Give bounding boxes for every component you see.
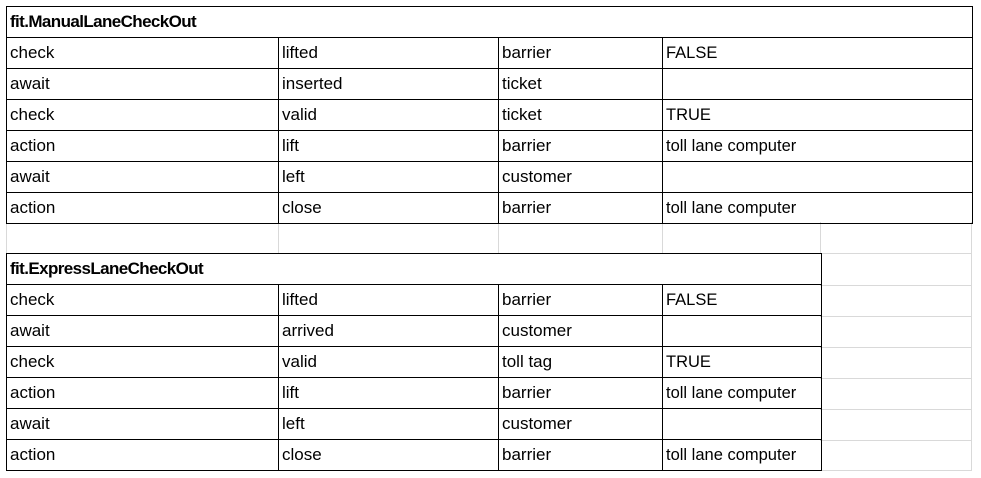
table-row: check valid ticket TRUE [6, 99, 974, 131]
grid-line [820, 222, 821, 253]
table-row: check lifted barrier FALSE [6, 284, 823, 316]
table-cell[interactable]: customer [498, 161, 663, 193]
grid-line [820, 347, 972, 348]
table-cell[interactable]: await [6, 408, 279, 440]
table-cell[interactable]: ticket [498, 68, 663, 100]
table-cell[interactable] [661, 161, 974, 193]
table-cell[interactable]: check [6, 346, 279, 378]
table-title-row: fit.ManualLaneCheckOut [5, 6, 974, 38]
fixture-name-cell[interactable]: fit.ManualLaneCheckOut [5, 6, 974, 38]
table-cell[interactable]: close [278, 192, 499, 224]
table-cell[interactable]: FALSE [661, 284, 823, 316]
table-row: action lift barrier toll lane computer [6, 130, 974, 162]
table-cell[interactable]: toll lane computer [661, 130, 974, 162]
table-cell[interactable]: inserted [278, 68, 499, 100]
table-row: action close barrier toll lane computer [6, 439, 823, 471]
table-cell[interactable]: TRUE [661, 99, 974, 131]
table-cell[interactable]: TRUE [661, 346, 823, 378]
table-cell[interactable]: check [6, 99, 279, 131]
table-cell[interactable]: lift [278, 130, 499, 162]
table-cell[interactable]: action [6, 439, 279, 471]
grid-line [820, 440, 972, 441]
grid-line [278, 222, 279, 253]
table-cell[interactable] [661, 68, 974, 100]
table-cell[interactable]: valid [278, 99, 499, 131]
table-cell[interactable] [661, 315, 823, 347]
table-row: action lift barrier toll lane computer [6, 377, 823, 409]
table-cell[interactable]: customer [498, 315, 663, 347]
table-cell[interactable]: action [6, 130, 279, 162]
table-row: await left customer [6, 408, 823, 440]
grid-line [662, 222, 663, 253]
table-title-row: fit.ExpressLaneCheckOut [5, 253, 823, 285]
table-cell[interactable]: toll lane computer [661, 192, 974, 224]
table-row: await left customer [6, 161, 974, 193]
table-cell[interactable]: barrier [498, 192, 663, 224]
table-cell[interactable]: toll lane computer [661, 377, 823, 409]
table-cell[interactable]: close [278, 439, 499, 471]
table-cell[interactable] [661, 408, 823, 440]
fit-table-manual-lane: fit.ManualLaneCheckOut check lifted barr… [5, 6, 974, 224]
table-cell[interactable]: check [6, 284, 279, 316]
fit-table-express-lane: fit.ExpressLaneCheckOut check lifted bar… [5, 253, 823, 471]
table-cell[interactable]: lifted [278, 284, 499, 316]
grid-line [820, 409, 972, 410]
table-cell[interactable]: ticket [498, 99, 663, 131]
table-cell[interactable]: barrier [498, 377, 663, 409]
table-cell[interactable]: customer [498, 408, 663, 440]
table-cell[interactable]: left [278, 161, 499, 193]
table-row: action close barrier toll lane computer [6, 192, 974, 224]
table-cell[interactable]: barrier [498, 284, 663, 316]
table-cell[interactable]: await [6, 315, 279, 347]
grid-line [498, 222, 499, 253]
grid-line [971, 222, 972, 471]
table-cell[interactable]: action [6, 192, 279, 224]
table-cell[interactable]: barrier [498, 439, 663, 471]
table-cell[interactable]: FALSE [661, 37, 974, 69]
table-cell[interactable]: await [6, 68, 279, 100]
grid-line [6, 470, 972, 471]
grid-line [820, 316, 972, 317]
fixture-name-cell[interactable]: fit.ExpressLaneCheckOut [5, 253, 823, 285]
table-cell[interactable]: toll tag [498, 346, 663, 378]
table-cell[interactable]: toll lane computer [661, 439, 823, 471]
grid-line [6, 222, 7, 253]
table-row: await arrived customer [6, 315, 823, 347]
table-row: check valid toll tag TRUE [6, 346, 823, 378]
table-cell[interactable]: barrier [498, 37, 663, 69]
table-cell[interactable]: left [278, 408, 499, 440]
table-row: await inserted ticket [6, 68, 974, 100]
grid-line [820, 285, 972, 286]
grid-line [820, 378, 972, 379]
table-cell[interactable]: valid [278, 346, 499, 378]
table-cell[interactable]: lift [278, 377, 499, 409]
table-cell[interactable]: barrier [498, 130, 663, 162]
table-cell[interactable]: action [6, 377, 279, 409]
table-cell[interactable]: await [6, 161, 279, 193]
table-row: check lifted barrier FALSE [6, 37, 974, 69]
table-cell[interactable]: check [6, 37, 279, 69]
table-cell[interactable]: lifted [278, 37, 499, 69]
table-cell[interactable]: arrived [278, 315, 499, 347]
